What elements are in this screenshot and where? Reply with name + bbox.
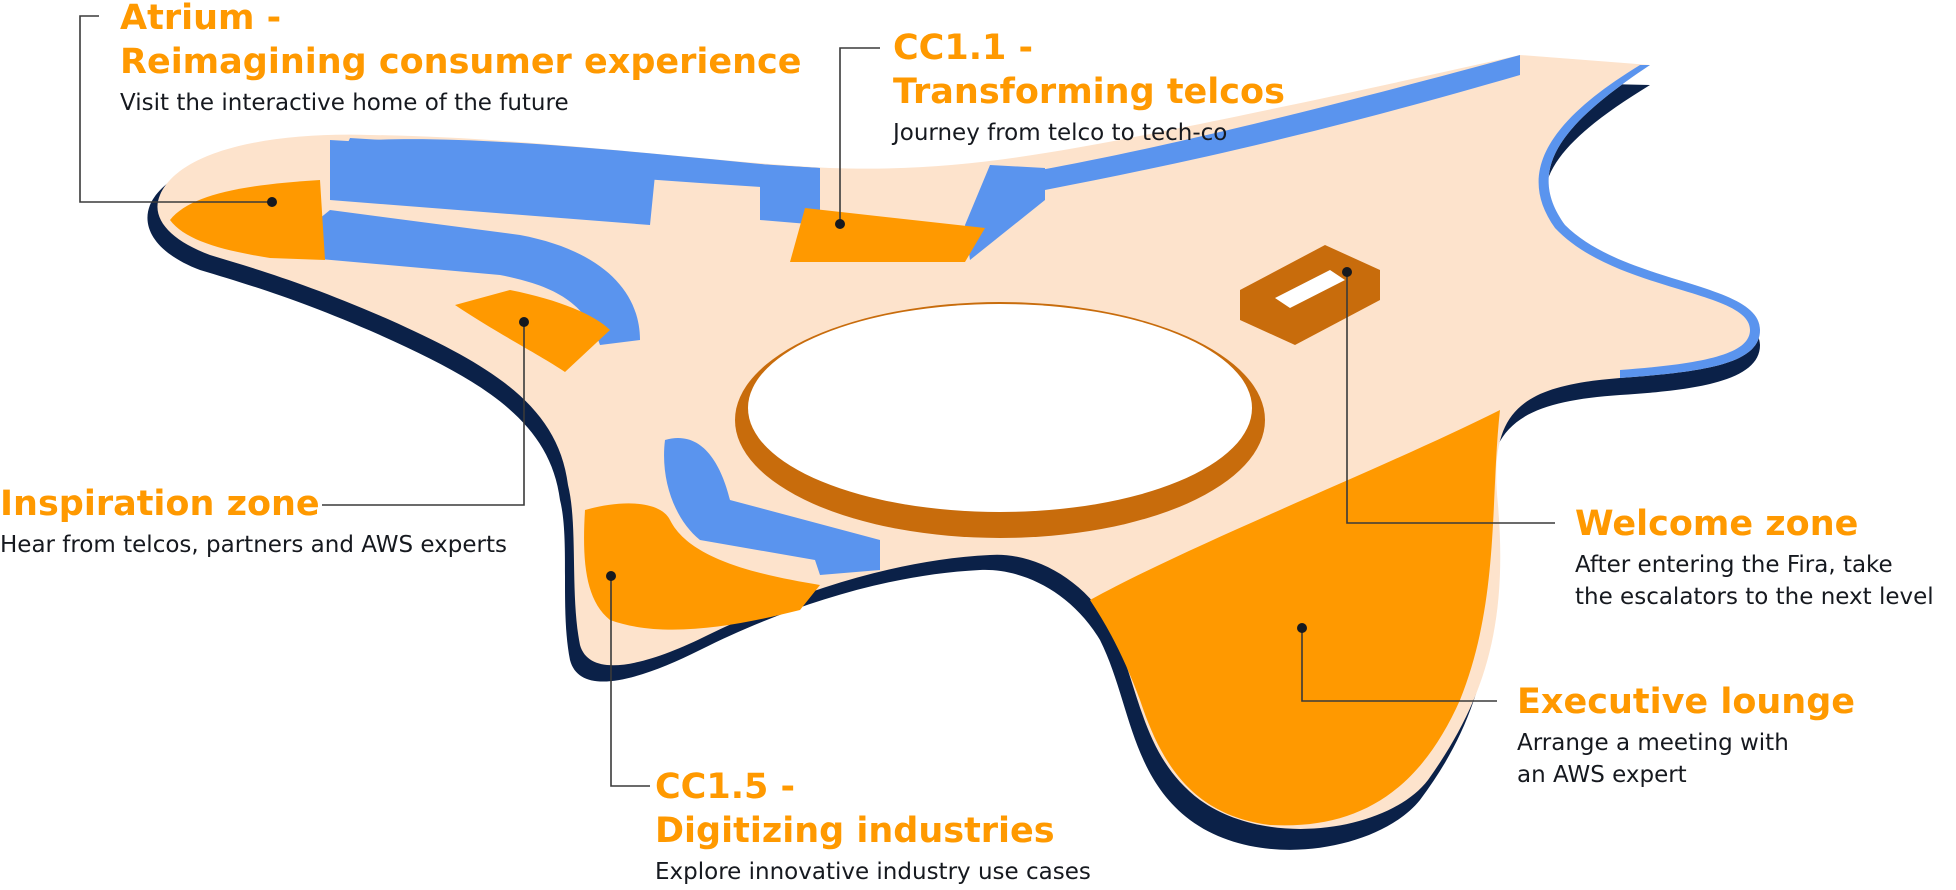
escalator-opening xyxy=(1275,270,1345,308)
cc11-marker xyxy=(835,219,845,229)
inspiration-title: Inspiration zone xyxy=(0,484,320,524)
wall-top-right xyxy=(1040,55,1520,190)
cc15-description: Explore innovative industry use cases xyxy=(655,859,1091,885)
inspiration-area xyxy=(455,290,610,372)
cc11-description: Journey from telco to tech-co xyxy=(893,120,1228,146)
executive-label: Executive lounge Arrange a meeting with … xyxy=(1517,680,1855,791)
executive-area xyxy=(1090,410,1500,826)
executive-marker xyxy=(1297,623,1307,633)
cc11-label: CC1.1 - Transforming telcos Journey from… xyxy=(893,26,1285,149)
cc15-marker xyxy=(606,571,616,581)
cc11-title: CC1.1 - Transforming telcos xyxy=(893,28,1285,112)
room-block-top xyxy=(330,140,820,225)
executive-description: Arrange a meeting with an AWS expert xyxy=(1517,730,1789,788)
inspiration-marker xyxy=(519,317,529,327)
executive-title: Executive lounge xyxy=(1517,682,1856,722)
cc11-leader-line xyxy=(839,47,880,224)
welcome-leader-line xyxy=(1346,272,1555,524)
atrium-marker xyxy=(267,197,277,207)
welcome-marker xyxy=(1342,267,1352,277)
cc15-area xyxy=(584,503,820,630)
inspiration-leader-line xyxy=(322,322,525,506)
welcome-title: Welcome zone xyxy=(1575,504,1859,544)
atrium-area xyxy=(170,180,325,260)
atrium-leader-line xyxy=(79,15,272,203)
executive-leader-line xyxy=(1301,628,1497,702)
room-block-lower xyxy=(664,438,880,575)
inspiration-description: Hear from telcos, partners and AWS exper… xyxy=(0,532,507,558)
cc15-label: CC1.5 - Digitizing industries Explore in… xyxy=(655,765,1091,888)
room-block-left xyxy=(275,210,640,345)
central-ring-inner xyxy=(748,304,1252,512)
cc15-title: CC1.5 - Digitizing industries xyxy=(655,767,1055,851)
inspiration-label: Inspiration zone Hear from telcos, partn… xyxy=(0,482,507,561)
welcome-label: Welcome zone After entering the Fira, ta… xyxy=(1575,502,1934,613)
room-block-right xyxy=(965,165,1045,260)
atrium-label: Atrium - Reimagining consumer experience… xyxy=(120,0,802,119)
atrium-title: Atrium - Reimagining consumer experience xyxy=(120,0,802,82)
cc15-leader-line xyxy=(610,576,650,787)
atrium-description: Visit the interactive home of the future xyxy=(120,90,569,116)
welcome-description: After entering the Fira, take the escala… xyxy=(1575,552,1934,610)
